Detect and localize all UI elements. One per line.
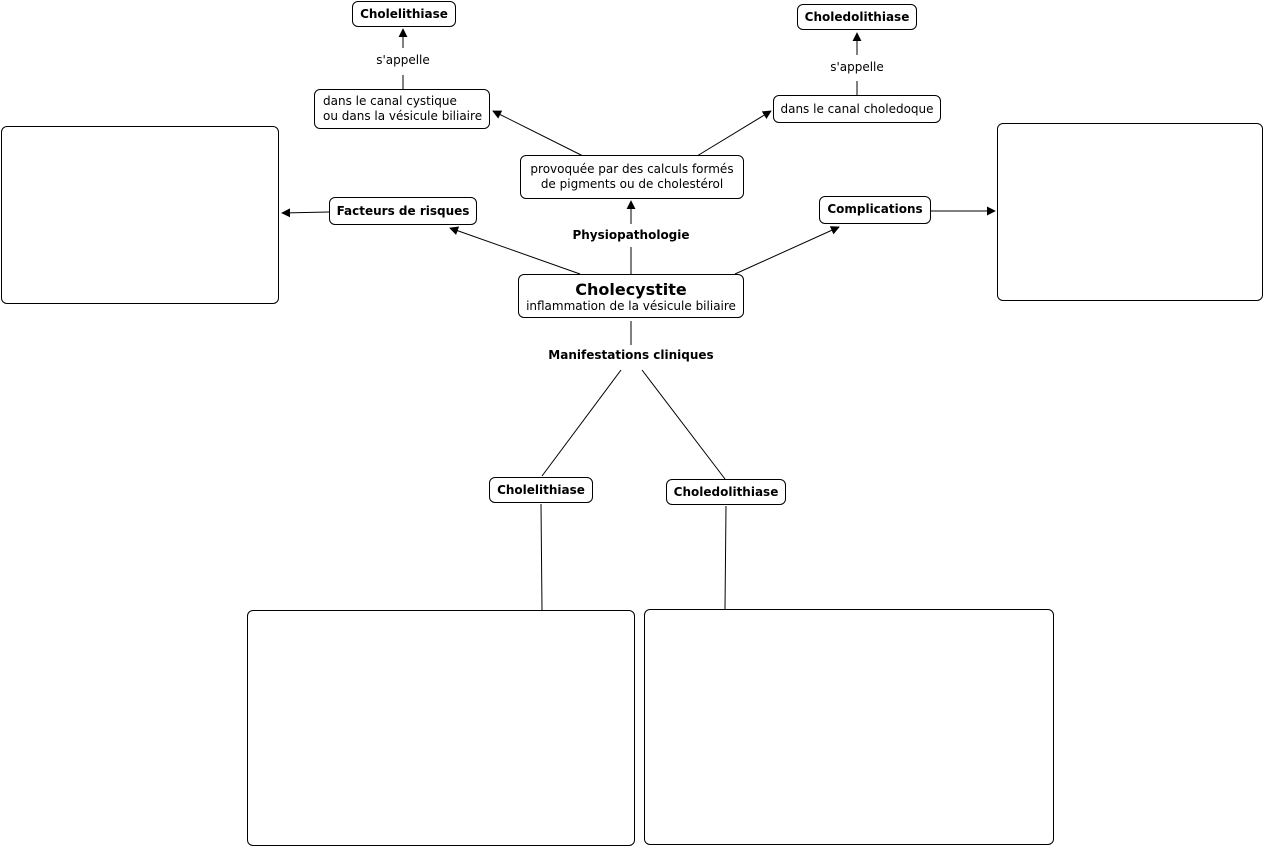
node-cholelithiase-bottom-label: Cholelithiase	[497, 483, 585, 497]
node-complications-label: Complications	[827, 202, 923, 216]
node-cholelithiase-top-label: Cholelithiase	[360, 7, 448, 21]
node-canal-choledoque-label: dans le canal choledoque	[780, 102, 934, 116]
node-cholecystite[interactable]: Cholecystite inflammation de la vésicule…	[518, 274, 744, 318]
link-label-physiopathologie: Physiopathologie	[566, 228, 696, 242]
node-complications[interactable]: Complications	[819, 196, 931, 224]
edge-manifestations-to-cholelithiase	[541, 369, 622, 477]
edge-choledolithiase-to-panel	[724, 505, 727, 610]
panel-choledolithiase[interactable]	[644, 609, 1054, 845]
node-choledolithiase-bottom-label: Choledolithiase	[673, 485, 779, 499]
edge-central-to-facteurs	[449, 226, 581, 275]
node-canal-cystique-line1: dans le canal cystique	[323, 94, 457, 108]
link-label-manifestations-cliniques: Manifestations cliniques	[538, 348, 724, 362]
node-cholecystite-title: Cholecystite	[575, 280, 687, 299]
edge-facteurs-to-panel	[281, 208, 330, 218]
node-facteurs-de-risques[interactable]: Facteurs de risques	[329, 197, 477, 225]
edge-calculs-to-canal-cystique	[492, 110, 584, 157]
node-choledolithiase-bottom[interactable]: Choledolithiase	[666, 479, 786, 505]
node-calculs[interactable]: provoquée par des calculs formés de pigm…	[520, 155, 744, 199]
panel-complications[interactable]	[997, 123, 1263, 301]
node-canal-choledoque[interactable]: dans le canal choledoque	[773, 95, 941, 123]
node-canal-cystique[interactable]: dans le canal cystique ou dans la vésicu…	[314, 89, 490, 129]
panel-cholelithiase[interactable]	[247, 610, 635, 846]
node-calculs-line2: de pigments ou de cholestérol	[540, 177, 724, 191]
edge-cholelithiase-to-panel	[540, 503, 543, 611]
node-choledolithiase-top-label: Choledolithiase	[804, 10, 910, 24]
node-cholecystite-subtitle: inflammation de la vésicule biliaire	[526, 299, 736, 313]
node-canal-cystique-line2: ou dans la vésicule biliaire	[323, 109, 483, 123]
edge-manifestations-to-choledolithiase	[641, 369, 726, 480]
node-cholelithiase-bottom[interactable]: Cholelithiase	[489, 477, 593, 503]
node-facteurs-label: Facteurs de risques	[336, 204, 470, 218]
link-label-sappelle-right: s'appelle	[824, 60, 890, 74]
link-label-sappelle-left: s'appelle	[370, 53, 436, 67]
node-calculs-line1: provoquée par des calculs formés	[530, 162, 734, 176]
panel-facteurs-de-risques[interactable]	[1, 126, 279, 304]
edge-calculs-to-canal-choledoque	[696, 110, 772, 157]
edge-central-to-complications	[734, 226, 840, 275]
node-choledolithiase-top[interactable]: Choledolithiase	[797, 4, 917, 30]
node-cholelithiase-top[interactable]: Cholelithiase	[352, 1, 456, 27]
